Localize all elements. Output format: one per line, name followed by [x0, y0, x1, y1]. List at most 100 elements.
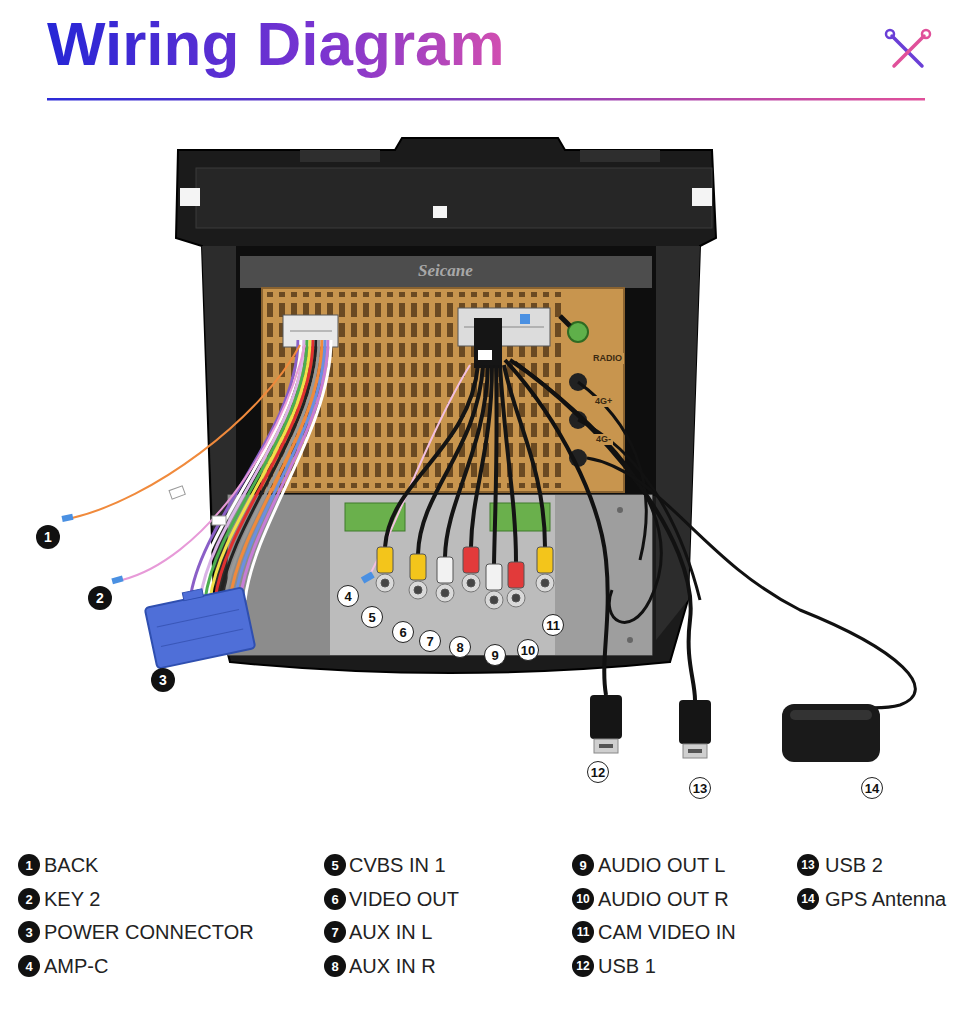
rca-plugs — [486, 564, 502, 590]
rca-plugs — [512, 594, 520, 602]
usb-gps-cables — [515, 362, 661, 622]
callout-number: 8 — [449, 636, 471, 658]
key-text: AMP-C — [44, 954, 108, 978]
tools-icon — [886, 30, 930, 66]
key-number: 1 — [18, 854, 40, 876]
key-number: 13 — [797, 854, 819, 876]
callout-number: 3 — [151, 668, 175, 692]
rca-harness — [361, 318, 545, 584]
rca-plugs — [463, 547, 479, 573]
head-unit-chassis — [290, 331, 332, 332]
mounting-frame — [580, 150, 660, 162]
rca-plugs — [485, 591, 503, 609]
mounting-frame — [692, 188, 712, 206]
head-unit-chassis — [520, 314, 530, 324]
key-number: 11 — [572, 921, 594, 943]
power-connector — [161, 629, 243, 646]
rca-plugs — [536, 574, 554, 592]
usb-gps-cables — [505, 316, 915, 708]
gps-antenna — [790, 710, 872, 720]
wire-caps — [111, 576, 123, 585]
usb-plugs — [599, 744, 613, 748]
watermark: Seicane — [415, 261, 476, 281]
callout-number: 7 — [419, 630, 441, 652]
mounting-frame — [180, 188, 200, 206]
usb-gps-cables — [560, 316, 570, 326]
power-harness — [122, 345, 305, 580]
callout-number: 11 — [542, 614, 564, 636]
key-text: GPS Antenna — [825, 887, 946, 911]
usb-gps-cables — [578, 420, 700, 600]
callout-number: 14 — [861, 777, 883, 799]
callout-number: 2 — [88, 586, 112, 610]
usb-plugs — [590, 695, 711, 758]
callout-number: 9 — [484, 644, 506, 666]
rca-plugs — [414, 586, 422, 594]
rca-plugs — [441, 589, 449, 597]
key-number: 2 — [18, 888, 40, 910]
power-connector — [182, 589, 203, 601]
rca-plugs — [541, 579, 549, 587]
rca-harness — [385, 365, 478, 547]
port-label: 4G- — [594, 434, 613, 445]
bottom-plate — [627, 637, 633, 643]
bottom-plate — [330, 495, 555, 655]
usb-plugs — [688, 749, 702, 753]
key-text: VIDEO OUT — [349, 887, 459, 911]
tools-icon — [886, 30, 894, 38]
power-connector — [157, 609, 239, 626]
rca-plugs — [490, 596, 498, 604]
rca-plugs — [377, 547, 393, 573]
key-text: POWER CONNECTOR — [44, 920, 254, 944]
rca-harness — [494, 365, 497, 564]
key-number: 8 — [324, 955, 346, 977]
usb-plugs — [679, 700, 711, 744]
key-text: BACK — [44, 853, 98, 877]
callout-number: 4 — [337, 585, 359, 607]
mounting-frame — [176, 138, 716, 673]
tools-icon — [922, 30, 930, 38]
rca-plugs — [376, 574, 394, 592]
rca-plugs — [467, 579, 475, 587]
usb-gps-cables — [510, 360, 695, 700]
tools-icon — [894, 36, 924, 66]
power-harness — [72, 340, 331, 600]
usb-gps-cables — [587, 458, 915, 708]
usb-gps-cables — [578, 382, 646, 560]
callout-number: 5 — [361, 606, 383, 628]
wire-caps — [212, 516, 226, 525]
key-number: 4 — [18, 955, 40, 977]
mounting-frame — [176, 138, 716, 673]
bottom-plate — [555, 495, 652, 655]
usb-plugs — [594, 739, 618, 753]
key-number: 14 — [797, 888, 819, 910]
rca-harness — [478, 350, 492, 360]
key-text: AUDIO OUT R — [598, 887, 729, 911]
mounting-frame — [433, 206, 447, 218]
key-number: 5 — [324, 854, 346, 876]
bottom-plate — [228, 495, 652, 655]
key-number: 3 — [18, 921, 40, 943]
key-number: 6 — [324, 888, 346, 910]
power-harness — [72, 345, 300, 518]
power-harness — [245, 340, 331, 600]
rca-harness — [504, 365, 545, 547]
rca-plugs — [436, 584, 454, 602]
power-connector — [143, 580, 255, 668]
head-unit-chassis — [240, 256, 652, 288]
rca-harness — [471, 365, 492, 547]
gps-antenna — [782, 704, 880, 762]
rca-plugs — [409, 581, 427, 599]
usb-plugs — [683, 744, 707, 758]
bottom-plate — [617, 507, 623, 513]
rca-plugs — [462, 574, 480, 592]
key-number: 12 — [572, 955, 594, 977]
key-text: CVBS IN 1 — [349, 853, 446, 877]
bottom-plate — [228, 495, 652, 655]
key-text: CAM VIDEO IN — [598, 920, 736, 944]
port-label: RADIO — [591, 353, 624, 364]
rca-plugs — [508, 562, 524, 588]
callout-number: 12 — [587, 761, 609, 783]
wire-caps — [169, 486, 185, 499]
